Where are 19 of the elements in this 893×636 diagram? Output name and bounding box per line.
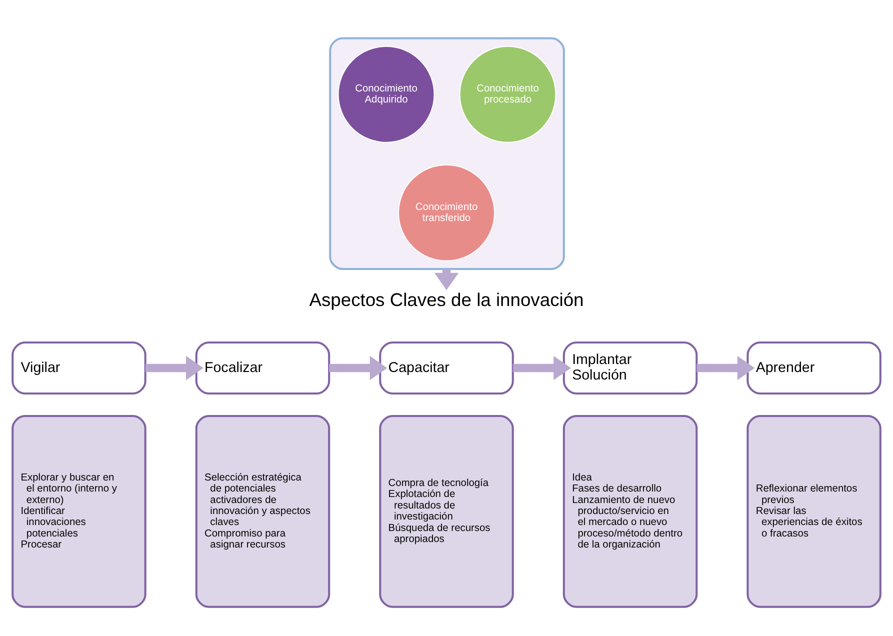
node-box: Idea Fases de desarrollo Lanzamiento de nuevo producto/servicio en el mercado o nuevo proceso/método dentro de la organización xyxy=(562,414,698,608)
node-box: Capacitar xyxy=(379,340,514,394)
node-box: Explorar y buscar en el entorno (interno y externo) Identificar innovaciones potenciales Procesar xyxy=(12,414,146,608)
arrow xyxy=(329,355,388,380)
node-circle: Conocimiento procesado xyxy=(459,45,556,142)
cluster xyxy=(329,36,565,270)
node-box: Implantar Solución xyxy=(562,340,698,394)
arrow xyxy=(696,355,755,380)
node-circle: Conocimiento transferido xyxy=(398,164,495,261)
node-circle: Conocimiento Adquirido xyxy=(338,45,435,142)
arrow xyxy=(512,355,571,380)
node-box: Focalizar xyxy=(195,340,330,394)
node-box: Selección estratégica de potenciales activadores de innovación y aspectos claves Compromiso para asignar recursos xyxy=(195,414,330,608)
arrow xyxy=(145,355,204,380)
node-text: Aspectos Claves de la innovación xyxy=(309,288,584,310)
node-box: Compra de tecnología Explotación de resultados de investigación Búsqueda de recursos apropiados xyxy=(379,414,514,608)
node-box: Vigilar xyxy=(12,340,146,394)
node-box: Aprender xyxy=(746,340,882,394)
node-box: Reflexionar elementos previos Revisar las experiencias de éxitos o fracasos xyxy=(746,414,882,608)
